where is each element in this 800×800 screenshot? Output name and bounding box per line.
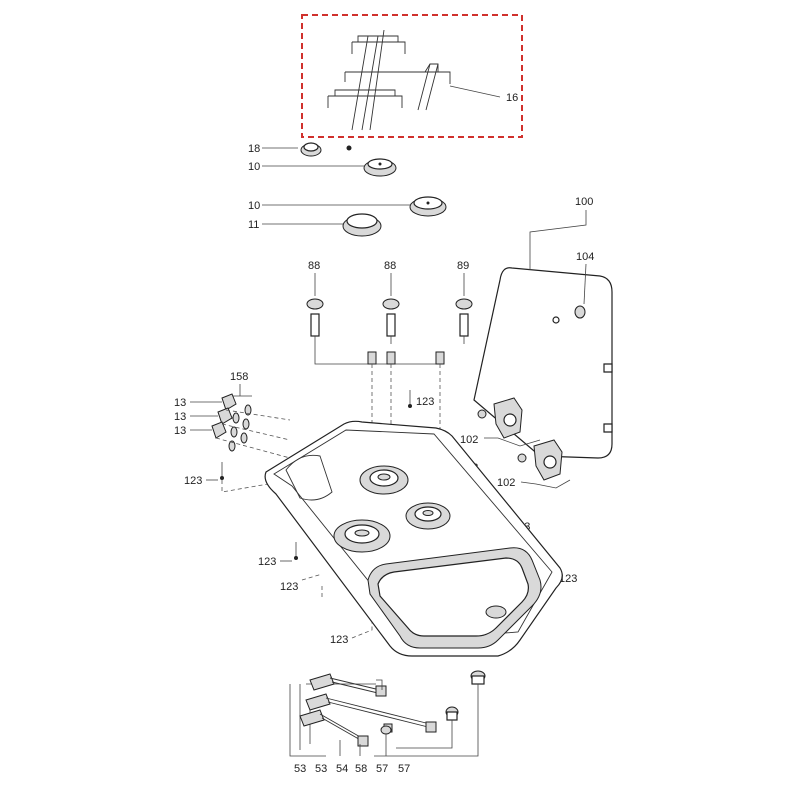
- part-10-burner-cap-small[interactable]: [363, 158, 397, 177]
- valve-spindles: [367, 351, 445, 365]
- callout-123h: 123: [330, 634, 348, 646]
- part-18-nut[interactable]: [300, 142, 352, 157]
- hob-burner-rear[interactable]: [359, 465, 409, 495]
- callout-57b: 57: [398, 763, 410, 775]
- lid-side-pins: [603, 363, 613, 433]
- callout-102b: 102: [497, 477, 515, 489]
- part-88-knob-stem-2[interactable]: [382, 298, 400, 344]
- part-158-o-rings[interactable]: [228, 404, 252, 452]
- part-13-tap-levers[interactable]: [211, 393, 237, 439]
- screw-123-left-mid[interactable]: [294, 542, 298, 560]
- callout-13b: 13: [174, 411, 186, 423]
- callout-104: 104: [576, 251, 594, 263]
- callout-58: 58: [355, 763, 367, 775]
- pan-support-grid[interactable]: [327, 29, 451, 131]
- part-89-knob-stem[interactable]: [455, 298, 473, 344]
- gas-valve-assembly[interactable]: [299, 673, 433, 743]
- callout-54: 54: [336, 763, 348, 775]
- hob-burner-front-left[interactable]: [333, 519, 391, 553]
- callout-11: 11: [248, 219, 259, 231]
- callout-16: 16: [506, 92, 518, 104]
- part-88-knob-stem-1[interactable]: [306, 298, 324, 344]
- callout-123a: 123: [184, 475, 202, 487]
- callout-53b: 53: [315, 763, 327, 775]
- callout-123e: 123: [559, 573, 577, 585]
- callout-57a: 57: [376, 763, 388, 775]
- hob-rear-left-recess: [285, 454, 333, 501]
- part-10-burner-cap-medium[interactable]: [409, 196, 447, 217]
- screw-123-top-center[interactable]: [408, 390, 412, 408]
- callout-88a: 88: [308, 260, 320, 272]
- callout-13a: 13: [174, 397, 186, 409]
- callout-123b: 123: [416, 396, 434, 408]
- callout-10b: 10: [248, 200, 260, 212]
- part-104-lid-bumper[interactable]: [574, 305, 586, 319]
- callout-18: 18: [248, 143, 260, 155]
- callout-158: 158: [230, 371, 248, 383]
- callout-123g: 123: [280, 581, 298, 593]
- callout-88b: 88: [384, 260, 396, 272]
- callout-13c: 13: [174, 425, 186, 437]
- part-11-burner-cap-large[interactable]: [342, 213, 382, 237]
- part-100-glass-lid[interactable]: [473, 267, 613, 459]
- callout-53a: 53: [294, 763, 306, 775]
- hob-burner-front-right[interactable]: [405, 502, 451, 530]
- screw-123-upper-left[interactable]: [220, 462, 224, 480]
- highlight-box[interactable]: [301, 14, 523, 138]
- part-102-hinge-lower[interactable]: [517, 439, 563, 481]
- callout-10a: 10: [248, 161, 260, 173]
- callout-89: 89: [457, 260, 469, 272]
- callout-123f: 123: [258, 556, 276, 568]
- part-102-hinge-upper[interactable]: [477, 397, 523, 439]
- callout-102a: 102: [460, 434, 478, 446]
- hob-sink-unit[interactable]: [264, 420, 563, 657]
- callout-100: 100: [575, 196, 593, 208]
